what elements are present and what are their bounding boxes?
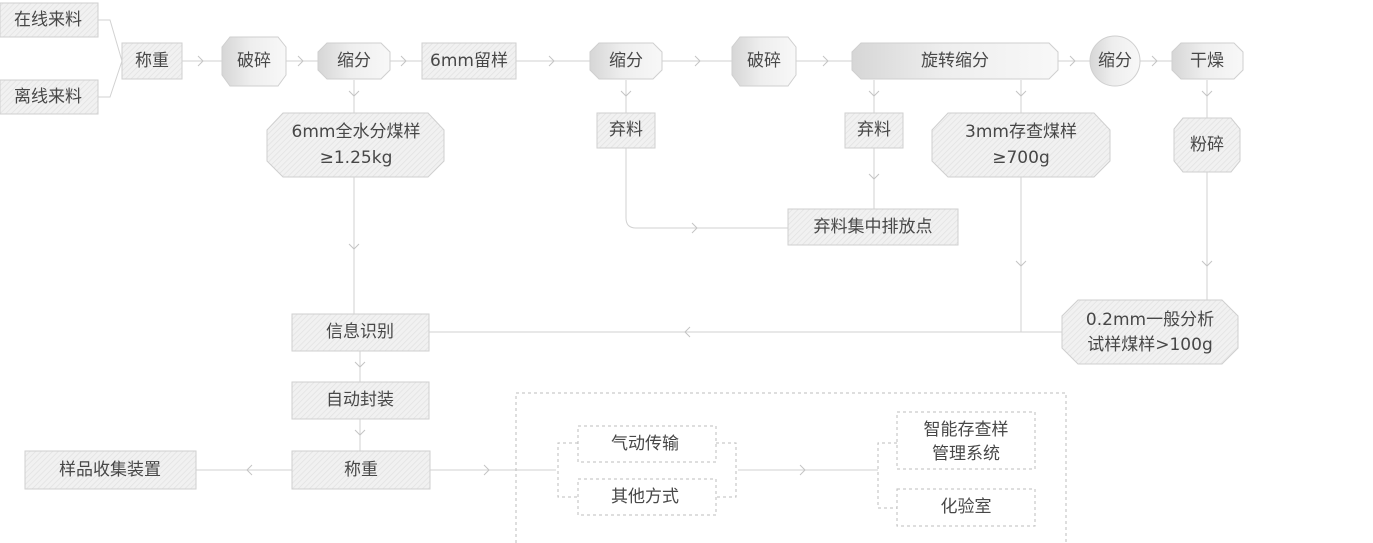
node-pulverize-label: 粉碎 [1190,135,1224,155]
node-sample-6mm: 6mm全水分煤样 ≥1.25kg [266,112,445,178]
node-discard-center-label: 弃料集中排放点 [814,217,933,237]
node-crush-2: 破碎 [731,36,797,87]
node-weigh-2: 称重 [291,450,431,490]
connector-lines [98,19,1208,471]
node-info-identify: 信息识别 [291,313,430,352]
node-divide-1: 缩分 [317,42,391,80]
node-reserve-6mm: 6mm留样 [421,42,517,80]
node-weigh-1-label: 称重 [135,51,169,71]
node-discard-1: 弃料 [596,112,656,149]
node-divide-3: 缩分 [1089,35,1141,87]
delivery-zone [515,392,1067,543]
node-auto-pack-label: 自动封装 [326,390,394,410]
node-divide-2: 缩分 [589,42,663,80]
node-divide-1-label: 缩分 [337,51,371,71]
node-discard-1-label: 弃料 [609,120,643,140]
node-analysis-label-2: 试样煤样>100g [1087,335,1212,355]
node-online-feed: 在线来料 [0,2,99,38]
node-crush-1: 破碎 [221,36,287,87]
arrow-markers [197,55,1213,476]
node-rotary-divide-label: 旋转缩分 [921,51,989,71]
node-crush-1-label: 破碎 [237,51,271,71]
node-other-methods-label: 其他方式 [611,487,679,507]
node-pneumatic-label: 气动传输 [611,434,679,454]
node-offline-feed-label: 离线来料 [14,87,82,107]
node-analysis-label-1: 0.2mm一般分析 [1086,310,1214,330]
node-crush-2-label: 破碎 [747,51,781,71]
node-reserve-6mm-label: 6mm留样 [430,51,508,71]
node-smart-storage-label-1: 智能存查样 [924,420,1009,440]
node-online-feed-label: 在线来料 [14,10,82,30]
node-collect-device: 样品收集装置 [24,450,197,490]
node-divide-2-label: 缩分 [609,51,643,71]
node-divide-3-label: 缩分 [1098,51,1132,71]
node-smart-storage-label-2: 管理系统 [932,444,1000,464]
node-dry: 干燥 [1171,42,1244,80]
node-discard-center: 弃料集中排放点 [787,208,959,246]
node-pulverize: 粉碎 [1173,117,1241,173]
node-sample-3mm-label-1: 3mm存查煤样 [965,122,1077,142]
node-sample-3mm-label-2: ≥700g [992,148,1049,168]
node-auto-pack: 自动封装 [291,381,430,420]
node-pneumatic: 气动传输 [577,425,717,463]
node-other-methods: 其他方式 [577,478,717,516]
node-weigh-2-label: 称重 [344,460,378,480]
node-sample-6mm-label-2: ≥1.25kg [320,148,393,168]
node-weigh-1: 称重 [121,42,183,80]
node-offline-feed: 离线来料 [0,79,99,115]
node-sample-6mm-label-1: 6mm全水分煤样 [292,122,421,142]
node-info-identify-label: 信息识别 [326,322,394,342]
node-lab-label: 化验室 [941,497,992,517]
node-lab: 化验室 [896,488,1036,527]
node-sample-3mm: 3mm存查煤样 ≥700g [931,112,1111,178]
node-discard-2: 弃料 [844,112,904,149]
node-rotary-divide: 旋转缩分 [851,42,1059,80]
node-collect-device-label: 样品收集装置 [59,460,161,480]
node-analysis-sample: 0.2mm一般分析 试样煤样>100g [1061,299,1239,365]
node-smart-storage: 智能存查样 管理系统 [896,411,1036,470]
node-discard-2-label: 弃料 [857,120,891,140]
node-dry-label: 干燥 [1190,51,1224,71]
